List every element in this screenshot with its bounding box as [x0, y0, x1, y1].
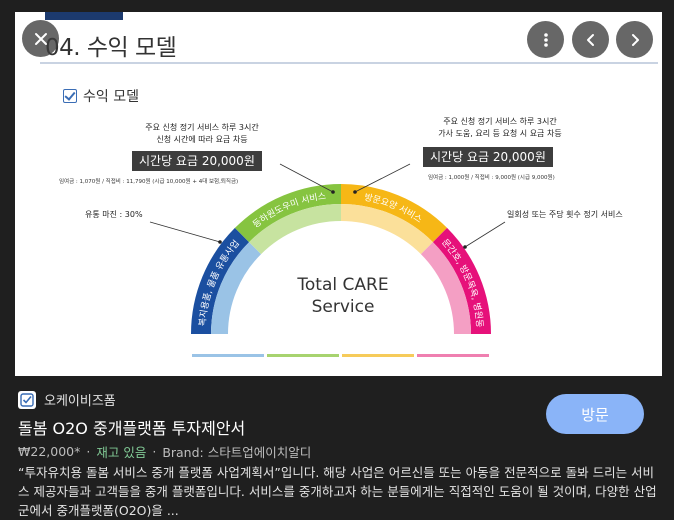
checkbox-icon — [63, 89, 77, 103]
leader-line-2 — [279, 163, 334, 193]
arc-inner-segment-2 — [249, 204, 341, 255]
leader-dot-4 — [463, 245, 467, 249]
right-note-line2: 가사 도움, 요리 등 요청 시 요금 차등 — [438, 129, 562, 138]
left-note-line2: 신청 시간에 따라 요금 차등 — [156, 135, 248, 144]
title-rule — [40, 62, 658, 64]
arc-inner-segment-1 — [211, 242, 262, 334]
leader-dot-1 — [218, 240, 222, 244]
product-description: “투자유치용 돌봄 서비스 중개 플랫폼 사업계획서”입니다. 해당 사업은 어… — [18, 465, 657, 518]
center-line2: Service — [311, 297, 375, 317]
arc-segment-2 — [234, 184, 341, 243]
leader-line-1 — [149, 221, 221, 243]
bottom-bar-green — [267, 354, 339, 357]
meta-separator: · — [86, 444, 91, 459]
slide-subtitle: 수익 모델 — [63, 86, 139, 106]
bottom-bar-blue — [192, 354, 264, 357]
slide-title: 04. 수익 모델 — [45, 35, 177, 61]
chevron-right-icon — [631, 33, 639, 46]
slide-top-strip — [45, 12, 123, 20]
image-viewer: 04. 수익 모델 수익 모델 주요 신청 정기 서비스 하루 3시간 신청 시… — [15, 12, 662, 376]
right-tiny-note: 임여금 : 1,000원 / 직접비 : 9,000원 (시급 9,000원) — [428, 175, 555, 181]
arc-segment-3 — [341, 184, 448, 243]
product-brand: Brand: 스타트업에이치알디 — [162, 445, 312, 460]
seller-row[interactable]: 오케이비즈폼 — [18, 390, 116, 409]
product-title[interactable]: 돌봄 O2O 중개플랫폼 투자제안서 — [18, 419, 246, 438]
leader-line-4 — [464, 221, 506, 248]
arc-inner-segment-3 — [341, 204, 433, 255]
left-price-box: 시간당 요금 20,000원 — [132, 151, 262, 171]
left-tiny-note: 임여금 : 1,070원 / 직접비 : 11,790원 (시급 10,000원… — [59, 179, 239, 185]
left-side-label: 유통 마진 : 30% — [85, 210, 143, 219]
arc-segment-1 — [191, 227, 250, 334]
left-note: 주요 신청 정기 서비스 하루 3시간 신청 시간에 따라 요금 차등 — [127, 122, 277, 146]
previous-image-button[interactable] — [572, 21, 609, 58]
product-price: ₩22,000* — [18, 444, 81, 459]
more-options-button[interactable] — [527, 21, 564, 58]
visit-button[interactable]: 방문 — [546, 394, 644, 434]
bottom-bar-pink — [417, 354, 489, 357]
seller-logo-icon — [18, 390, 36, 409]
center-label: Total CARE Service — [273, 274, 413, 318]
leader-dot-3 — [353, 190, 357, 194]
arc-label-4: 방문간호, 방문목욕, 병원동행 — [15, 12, 485, 328]
arc-inner-segment-4 — [420, 242, 471, 334]
leader-line-3 — [354, 163, 411, 193]
stock-status: 재고 있음 — [96, 445, 147, 460]
more-vert-icon — [543, 32, 548, 47]
leader-dot-2 — [331, 190, 335, 194]
right-price-box: 시간당 요금 20,000원 — [423, 147, 553, 167]
center-line1: Total CARE — [297, 275, 389, 295]
bottom-bar-yellow — [342, 354, 414, 357]
product-meta: ₩22,000* · 재고 있음 · Brand: 스타트업에이치알디 — [18, 442, 311, 461]
seller-name[interactable]: 오케이비즈폼 — [44, 394, 116, 409]
chevron-left-icon — [586, 33, 594, 46]
slide-subtitle-text: 수익 모델 — [83, 89, 139, 105]
right-side-label: 일회성 또는 주당 횟수 정기 서비스 — [507, 210, 623, 219]
close-button[interactable] — [22, 20, 59, 57]
arc-segment-4 — [432, 227, 491, 334]
right-note: 주요 신청 정기 서비스 하루 3시간 가사 도움, 요리 등 요청 시 요금 … — [415, 116, 585, 140]
next-image-button[interactable] — [616, 21, 653, 58]
right-note-line1: 주요 신청 정기 서비스 하루 3시간 — [443, 117, 557, 126]
meta-separator: · — [152, 444, 157, 459]
left-note-line1: 주요 신청 정기 서비스 하루 3시간 — [145, 123, 259, 132]
close-icon — [34, 32, 47, 45]
